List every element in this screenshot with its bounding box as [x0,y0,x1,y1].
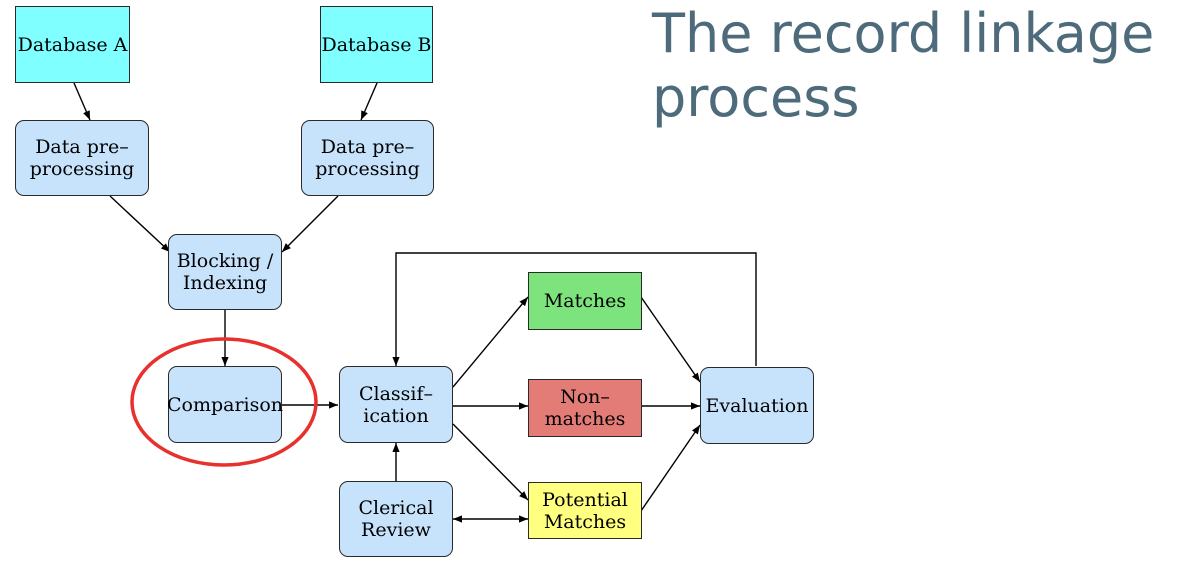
edge-database-a-to-preprocess-a [73,82,91,121]
node-clerical-review[interactable]: Clerical Review [339,481,453,557]
comparison-highlight-ellipse [130,337,318,467]
node-comparison[interactable]: Comparison [167,366,283,443]
node-preprocess-b[interactable]: Data pre– processing [301,120,434,196]
edge-database-b-to-preprocess-b [360,82,378,121]
node-classification[interactable]: Classif– ication [339,366,453,443]
node-database-b[interactable]: Database B [320,6,433,83]
edge-classification-to-matches [452,296,529,388]
edge-preprocess-b-to-blocking [281,195,339,253]
edge-preprocess-a-to-blocking [109,195,171,253]
node-evaluation[interactable]: Evaluation [700,367,814,444]
node-non-matches[interactable]: Non– matches [528,379,642,437]
node-matches[interactable]: Matches [528,272,642,330]
slide-title: The record linkage process [652,2,1155,129]
node-potential-matches[interactable]: Potential Matches [528,482,642,539]
edge-potential-to-evaluation [640,424,701,512]
node-database-a[interactable]: Database A [15,6,130,83]
node-preprocess-a[interactable]: Data pre– processing [15,120,149,196]
edge-matches-to-evaluation [640,296,701,383]
node-blocking[interactable]: Blocking / Indexing [168,234,282,310]
edge-classification-to-potential [452,423,529,501]
edge-evaluation-feedback-to-classification [392,252,757,366]
